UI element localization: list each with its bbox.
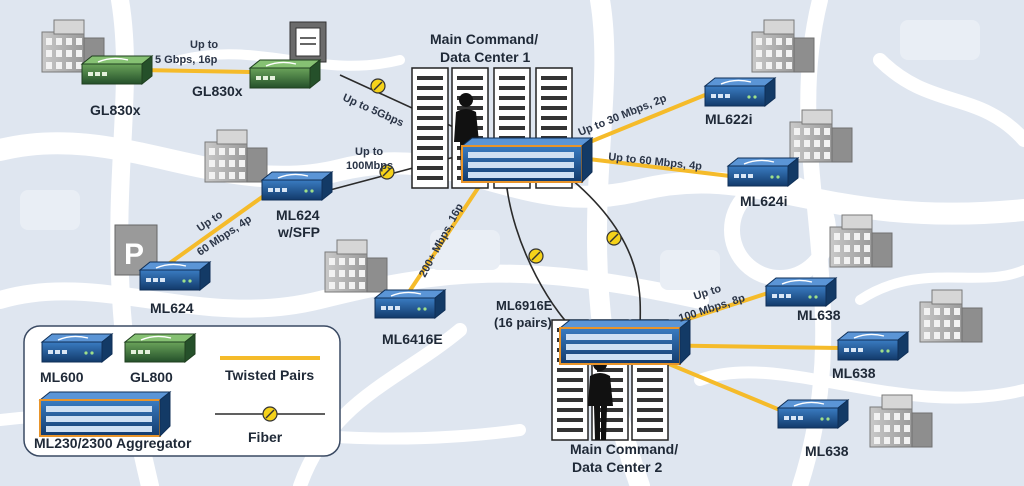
legend: ML600 GL800 Twisted Pairs ML230/2300 Agg… (23, 325, 341, 457)
ml624-device (139, 261, 211, 291)
label-ml624-sfp-2: w/SFP (277, 224, 320, 240)
label-ml624: ML624 (150, 300, 194, 316)
label-ml624i: ML624i (740, 193, 787, 209)
ml638-c-device (777, 399, 849, 429)
link-ml6416e (403, 168, 492, 300)
map-blocks (20, 20, 980, 290)
ml638-a-device (765, 277, 837, 307)
label-ml622i: ML622i (705, 111, 752, 127)
fiber-connector-icon (606, 230, 622, 246)
ml638-b-device (837, 331, 909, 361)
label-ml6916e: ML6916E (496, 298, 553, 313)
legend-fiber-label: Fiber (248, 429, 283, 445)
label-ml638-b: ML638 (832, 365, 876, 381)
label-ml6416e: ML6416E (382, 331, 443, 347)
gl830x-right-device (249, 59, 321, 89)
ml624i-device (727, 157, 799, 187)
label-ml6916e-pairs: (16 pairs) (494, 315, 552, 330)
ml6416e-device (374, 289, 446, 319)
label-ml638-a: ML638 (797, 307, 841, 323)
fiber-100m-speed: 100Mbps (346, 160, 393, 172)
fiber-connector-icon (370, 78, 386, 94)
ml624-sfp-device (261, 171, 333, 201)
legend-aggregator-label: ML230/2300 Aggregator (34, 435, 192, 451)
legend-ml600-label: ML600 (40, 369, 84, 385)
label-ml638-c: ML638 (805, 443, 849, 459)
link-ml622i (574, 93, 706, 150)
fiber-100m-upto: Up to (355, 146, 383, 158)
fiber-connector-icon (528, 248, 544, 264)
gl830x-link-speed: 5 Gbps, 16p (155, 54, 218, 66)
legend-gl800-label: GL800 (130, 369, 173, 385)
gl830x-left-device (81, 55, 153, 85)
svg-text:P: P (124, 238, 144, 271)
twisted-pair-links (139, 68, 841, 412)
legend-twisted-label: Twisted Pairs (225, 367, 314, 383)
legend-aggregator-icon (39, 391, 171, 437)
fiber-connector-icon (262, 406, 278, 422)
legend-ml600-icon (41, 333, 113, 363)
aggregator-dc1 (461, 137, 593, 183)
dc2-title-line2: Data Center 2 (572, 459, 662, 475)
server-rack-icon (411, 67, 449, 189)
label-gl830x-right: GL830x (192, 83, 243, 99)
legend-gl800-icon (124, 333, 196, 363)
label-ml624-sfp: ML624 (276, 207, 320, 223)
gl830x-link-upto: Up to (190, 39, 218, 51)
ml622i-device (704, 77, 776, 107)
aggregator-dc2 (559, 319, 691, 365)
fiber-dc1-dc2-b (559, 169, 642, 331)
tower-icon (289, 21, 327, 63)
link-ml624 (158, 193, 267, 272)
data-center-1 (411, 67, 593, 189)
link-ml624i (579, 156, 731, 178)
dc2-title-line1: Main Command/ (570, 441, 678, 457)
dc1-title-line2: Data Center 1 (440, 49, 530, 65)
label-gl830x-left: GL830x (90, 102, 141, 118)
link-gl830x (139, 68, 251, 74)
dc1-title-line1: Main Command/ (430, 31, 538, 47)
